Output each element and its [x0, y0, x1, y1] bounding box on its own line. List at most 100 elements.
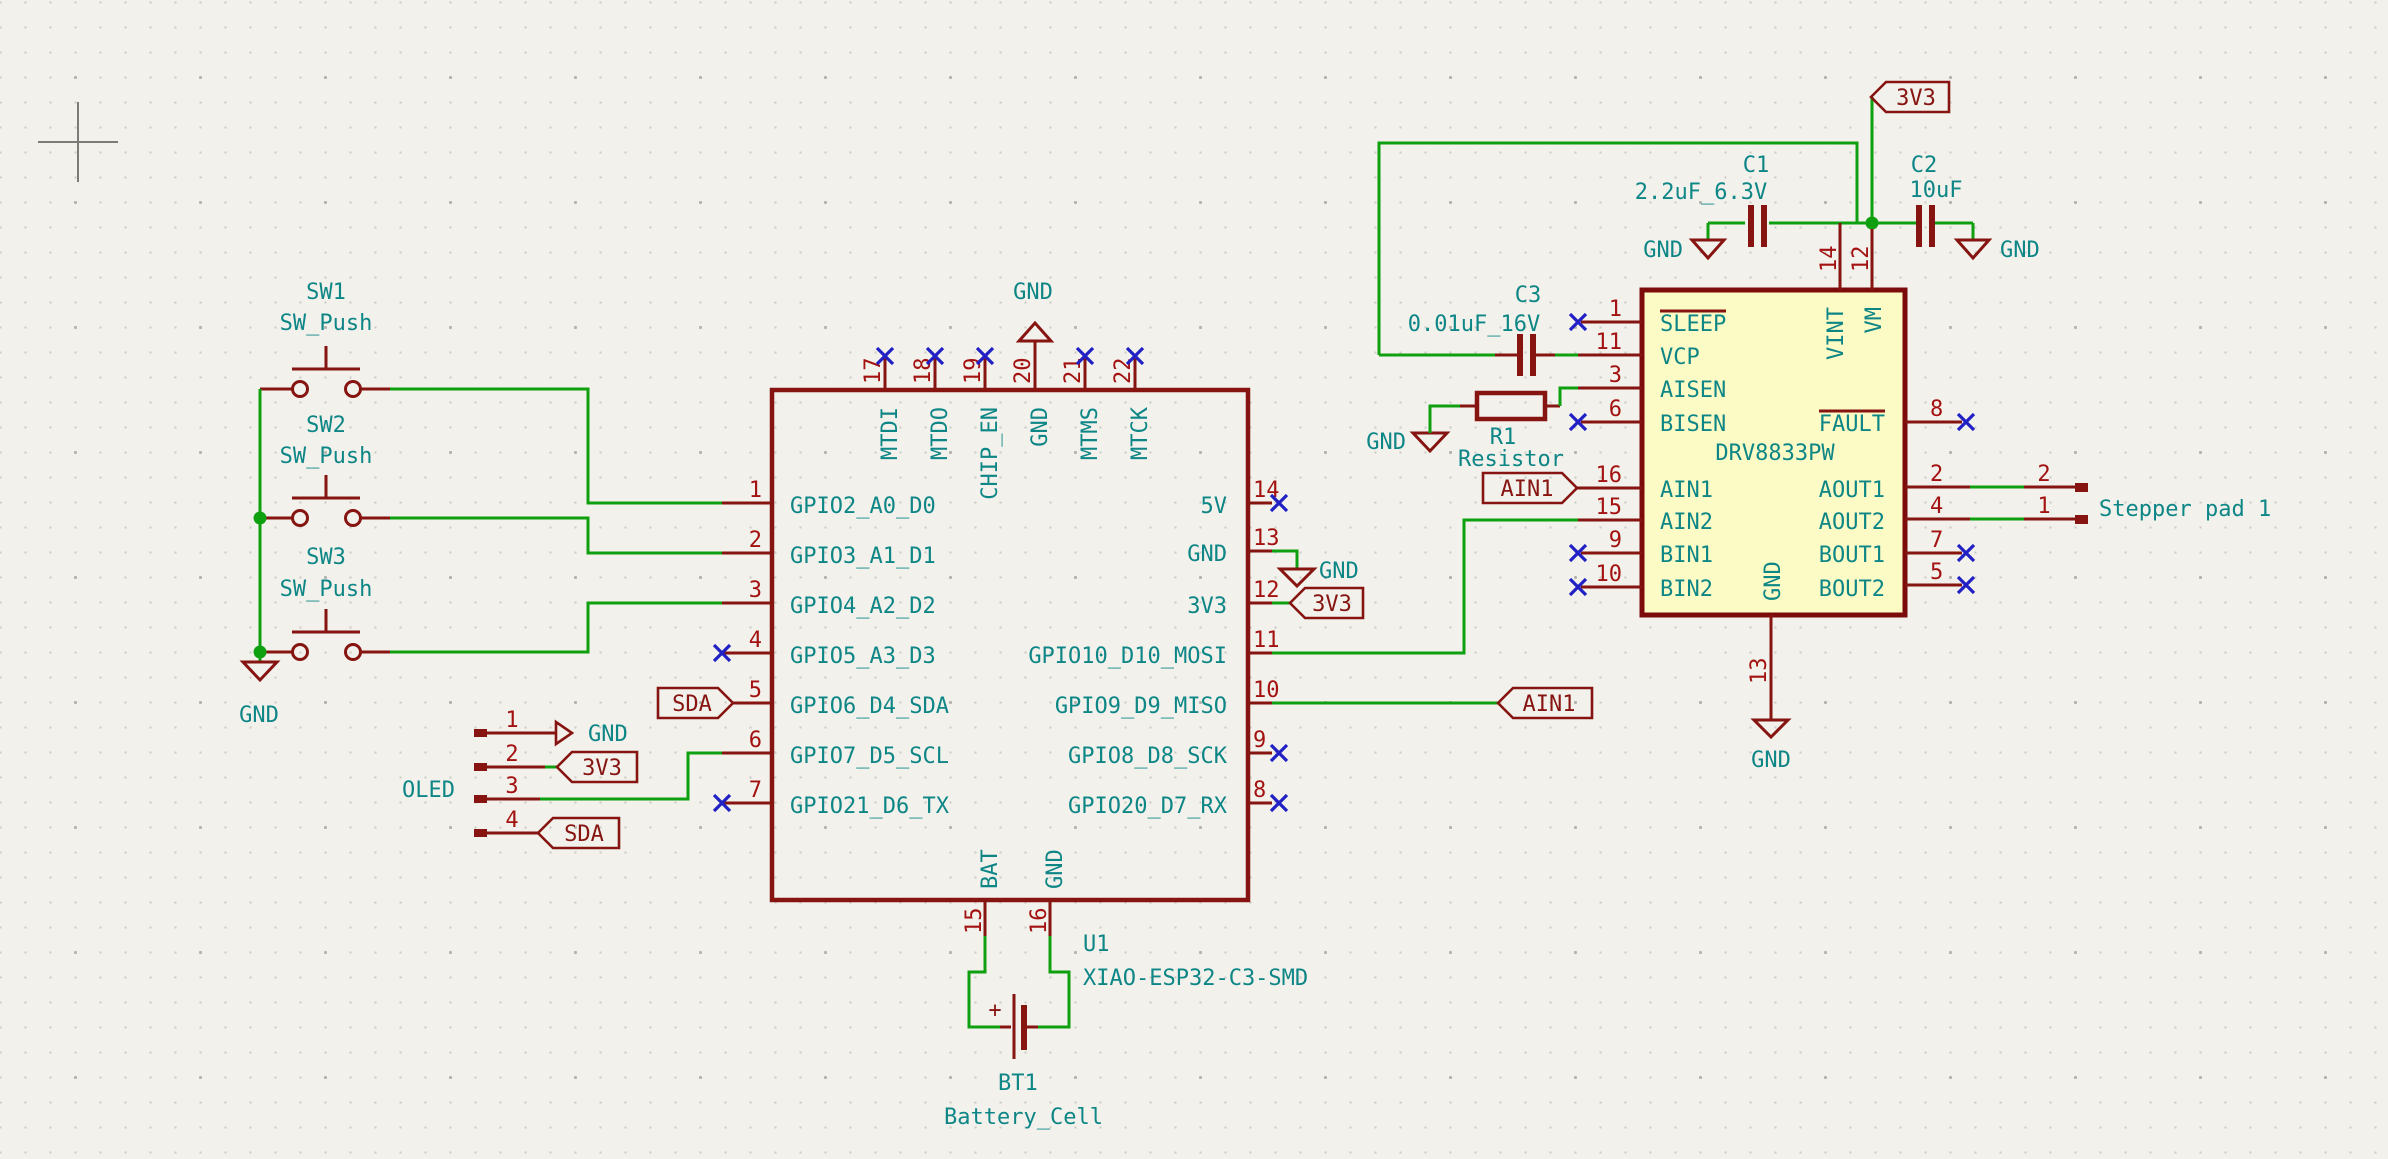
svg-text:AIN1[interactable]: AIN1: [1523, 692, 1576, 717]
drv-pin9-name: BIN1: [1660, 543, 1713, 568]
drv-pin13-num: 13: [1747, 658, 1772, 685]
gnd-label[interactable]: GND: [1751, 748, 1791, 773]
u1-pin10-num: 10: [1253, 678, 1280, 703]
switch-sw3[interactable]: SW3 SW_Push: [260, 545, 390, 661]
net-label-3v3-top[interactable]: 3V3: [1869, 80, 1951, 114]
u1-pin18-name: MTDO: [928, 407, 953, 460]
net-label-3v3-oled[interactable]: 3V3: [555, 750, 639, 784]
capacitor-c2[interactable]: C2 10uF GND: [1910, 153, 2040, 263]
u1-pin6-num: 6: [749, 728, 762, 753]
drv-pin14-num: 14: [1817, 246, 1842, 273]
gnd-power-symbol-switches[interactable]: GND: [239, 660, 281, 728]
net-label-sda-oled[interactable]: SDA: [536, 816, 621, 850]
u1-pin2-num: 2: [749, 528, 762, 553]
capacitor-c1[interactable]: C1 2.2uF_6.3V GND: [1635, 153, 1769, 263]
gnd-label[interactable]: GND: [1366, 430, 1406, 455]
drv-pin3-name: AISEN: [1660, 378, 1726, 403]
r1-ref[interactable]: R1: [1490, 425, 1517, 450]
oled-pin1-num[interactable]: 1: [505, 708, 518, 733]
u1-pin20-name: GND: [1028, 407, 1053, 447]
top-right-wires[interactable]: [1377, 97, 1975, 357]
oled-pin1-gnd[interactable]: GND: [588, 722, 628, 747]
bt1-value[interactable]: Battery_Cell: [944, 1105, 1103, 1130]
svg-text:SDA[interactable]: SDA: [672, 692, 712, 717]
u1-pin12-name: 3V3: [1187, 594, 1227, 619]
sw2-ref[interactable]: SW2: [306, 413, 346, 438]
u1-pin1-name: GPIO2_A0_D0: [790, 494, 936, 519]
c1-ref[interactable]: C1: [1743, 153, 1770, 178]
oled-connector[interactable]: OLED 1 2 3 4 GND 3V3 SDA: [402, 708, 722, 850]
svg-text:SDA[interactable]: SDA: [564, 822, 604, 847]
drv-pin16-num: 16: [1596, 463, 1623, 488]
drv8833-symbol[interactable]: DRV8833PW 1 11 3 6 16 15 9 10 SLEEP VCP …: [1577, 223, 1970, 773]
switch-sw2[interactable]: SW2 SW_Push: [260, 413, 390, 527]
u1-pin15-num: 15: [962, 908, 987, 935]
sw1-ref[interactable]: SW1: [306, 280, 346, 305]
u1-pin9-name: GPIO8_D8_SCK: [1068, 744, 1228, 769]
c1-value[interactable]: 2.2uF_6.3V: [1635, 180, 1767, 205]
net-label-ain1-drv[interactable]: AIN1: [1481, 471, 1579, 505]
oled-pin2-num[interactable]: 2: [505, 742, 518, 767]
gnd-label[interactable]: GND: [2000, 238, 2040, 263]
c2-value[interactable]: 10uF: [1910, 178, 1963, 203]
drv-pin5-num: 5: [1930, 560, 1943, 585]
c3-ref[interactable]: C3: [1515, 283, 1542, 308]
u1-value[interactable]: XIAO-ESP32-C3-SMD: [1083, 966, 1308, 991]
u1-right-nets[interactable]: GND 3V3 AIN1: [1272, 518, 1594, 720]
drv-pin11-name: VCP: [1660, 345, 1700, 370]
svg-text:AIN1[interactable]: AIN1: [1501, 477, 1554, 502]
gnd-arrow-icon: [554, 719, 575, 747]
c3-value[interactable]: 0.01uF_16V: [1408, 312, 1540, 337]
stepper-pads[interactable]: 2 1 Stepper pad 1: [1970, 462, 2271, 524]
svg-text:3V3[interactable]: 3V3: [582, 756, 622, 781]
sw1-value[interactable]: SW_Push: [280, 311, 373, 336]
u1-pin4-num: 4: [749, 628, 762, 653]
u1-pin5-num: 5: [749, 678, 762, 703]
oled-pin3-num[interactable]: 3: [505, 774, 518, 799]
sw3-value[interactable]: SW_Push: [280, 577, 373, 602]
stepper-title[interactable]: Stepper pad 1: [2099, 497, 2271, 522]
u1-pin20-num: 20: [1011, 358, 1036, 385]
drv-pin1-num: 1: [1609, 297, 1622, 322]
r1-value[interactable]: Resistor: [1458, 447, 1564, 472]
drv-pin3-num: 3: [1609, 363, 1622, 388]
svg-text:3V3[interactable]: 3V3: [1312, 592, 1352, 617]
gnd-label[interactable]: GND: [1643, 238, 1683, 263]
u1-pin22-num: 22: [1111, 358, 1136, 385]
battery-bt1[interactable]: + BT1 Battery_Cell: [944, 936, 1103, 1130]
oled-title[interactable]: OLED: [402, 778, 455, 803]
u1-ref[interactable]: U1: [1083, 932, 1110, 957]
drv-value[interactable]: DRV8833PW: [1715, 441, 1835, 466]
gnd-label[interactable]: GND: [1013, 280, 1053, 305]
u1-pin6-name: GPIO7_D5_SCL: [790, 744, 949, 769]
net-label-sda-u1[interactable]: SDA: [656, 686, 735, 720]
gnd-label[interactable]: GND: [239, 703, 279, 728]
gnd-label[interactable]: GND: [1319, 559, 1359, 584]
svg-text:3V3[interactable]: 3V3: [1896, 86, 1936, 111]
u1-symbol[interactable]: U1 XIAO-ESP32-C3-SMD 1 2 3 4 5 6 7 GPIO2…: [722, 341, 1308, 991]
drv-pin2-name: AOUT1: [1819, 478, 1885, 503]
sw3-ref[interactable]: SW3: [306, 545, 346, 570]
drv-pin10-num: 10: [1596, 562, 1623, 587]
c2-ref[interactable]: C2: [1911, 153, 1938, 178]
bt1-ref[interactable]: BT1: [998, 1071, 1038, 1096]
u1-pin13-name: GND: [1187, 542, 1227, 567]
net-label-3v3-u1[interactable]: 3V3: [1288, 586, 1365, 620]
switch-wires[interactable]: [253, 387, 723, 662]
oled-pin4-num[interactable]: 4: [505, 808, 518, 833]
net-label-ain1-u1[interactable]: AIN1: [1496, 686, 1594, 720]
u1-pin13-num: 13: [1253, 526, 1280, 551]
u1-pin7-name: GPIO21_D6_TX: [790, 794, 950, 819]
capacitor-c3[interactable]: C3 0.01uF_16V: [1408, 283, 1578, 376]
gnd-power-symbol-u1-top[interactable]: GND: [1013, 280, 1055, 343]
u1-pin3-num: 3: [749, 578, 762, 603]
no-connect-marks-drv[interactable]: [1568, 312, 1976, 597]
drv-pin4-num: 4: [1930, 494, 1943, 519]
drv-pin1-name: SLEEP: [1660, 312, 1726, 337]
no-connect-marks-u1[interactable]: [712, 346, 1289, 813]
resistor-r1[interactable]: GND R1 Resistor: [1366, 386, 1578, 472]
sw2-value[interactable]: SW_Push: [280, 444, 373, 469]
switch-sw1[interactable]: SW1 SW_Push: [260, 280, 390, 398]
drv-pin4-name: AOUT2: [1819, 510, 1885, 535]
